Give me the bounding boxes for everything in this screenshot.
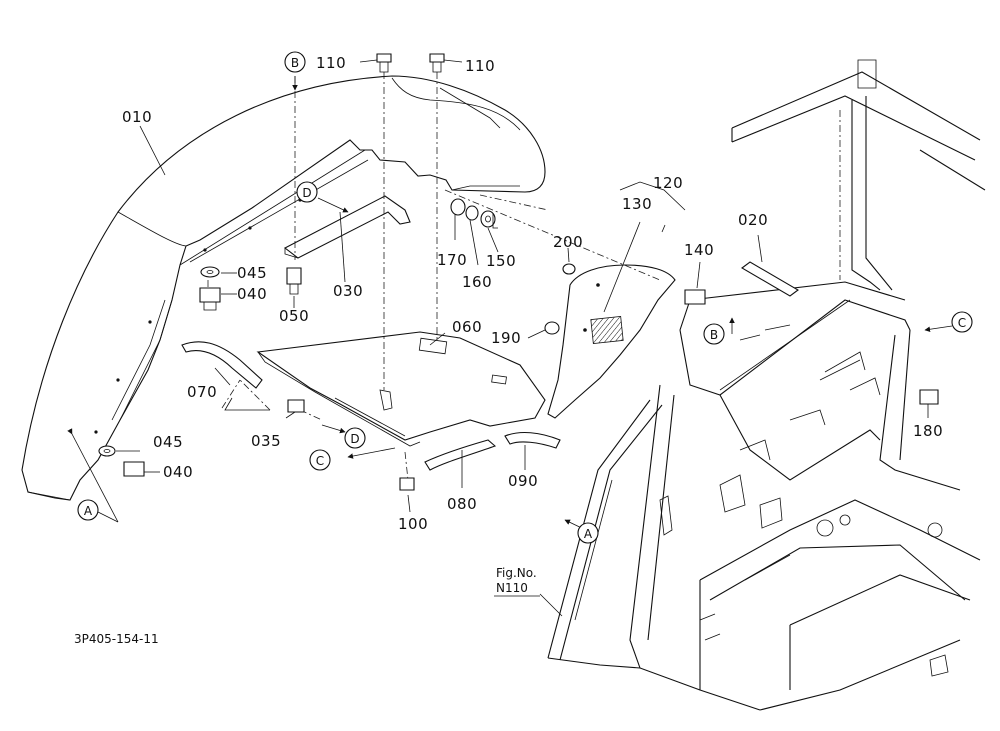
- bolt-100: [399, 477, 415, 491]
- mat-090: [504, 431, 561, 449]
- figure-reference: Fig.No. N110: [494, 566, 540, 597]
- fender-010: [21, 75, 546, 501]
- svg-text:B: B: [710, 328, 718, 342]
- callout-c-lower: C: [309, 449, 331, 471]
- label-090: 090: [508, 472, 538, 490]
- svg-text:A: A: [84, 504, 93, 518]
- label-020: 020: [738, 211, 768, 229]
- washer-045-lower: [98, 445, 116, 457]
- callout-a-left: A: [77, 499, 99, 521]
- label-110-right: 110: [465, 57, 495, 75]
- label-040-lower: 040: [163, 463, 193, 481]
- svg-text:B: B: [291, 56, 299, 70]
- callout-a-right: A: [577, 522, 599, 544]
- nut-190: [544, 321, 560, 335]
- callout-b-right: B: [703, 323, 725, 345]
- label-180: 180: [913, 422, 943, 440]
- label-040-upper: 040: [237, 285, 267, 303]
- callout-b-top: B: [284, 51, 306, 73]
- drawing-code: 3P405-154-11: [74, 632, 159, 646]
- label-200: 200: [553, 233, 583, 251]
- label-160: 160: [462, 273, 492, 291]
- washer-045-upper: [200, 266, 220, 278]
- callout-d-lower: D: [344, 427, 366, 449]
- label-120: 120: [653, 174, 683, 192]
- label-170: 170: [437, 251, 467, 269]
- callout-arrows: [67, 76, 953, 533]
- label-130: 130: [622, 195, 652, 213]
- leader-lines: [116, 59, 929, 617]
- fig-ref-line2: N110: [496, 581, 528, 595]
- label-010: 010: [122, 108, 152, 126]
- floor-plate-060: [256, 331, 546, 447]
- mat-070: [181, 341, 263, 389]
- label-070: 070: [187, 383, 217, 401]
- mat-080: [424, 439, 497, 471]
- part-number-labels: 110 110 010 045 040 030 050 060 070 035 …: [122, 54, 943, 533]
- nut-170: [450, 198, 466, 216]
- bolt-035: [287, 399, 305, 413]
- bolt-050: [286, 267, 302, 295]
- fig-ref-line1: Fig.No.: [496, 566, 537, 580]
- bar-020: [741, 261, 799, 297]
- label-080: 080: [447, 495, 477, 513]
- bolt-110-left: [376, 53, 392, 73]
- callout-c-right: C: [951, 311, 973, 333]
- nut-200: [562, 263, 576, 275]
- svg-text:D: D: [350, 432, 359, 446]
- svg-text:D: D: [302, 186, 311, 200]
- svg-text:C: C: [316, 454, 324, 468]
- callout-d-upper: D: [296, 181, 318, 203]
- label-100: 100: [398, 515, 428, 533]
- svg-text:C: C: [958, 316, 966, 330]
- bolt-140: [684, 289, 706, 305]
- label-050: 050: [279, 307, 309, 325]
- svg-text:A: A: [584, 527, 593, 541]
- label-045-lower: 045: [153, 433, 183, 451]
- label-060: 060: [452, 318, 482, 336]
- bolt-040-upper: [199, 287, 221, 311]
- label-045-upper: 045: [237, 264, 267, 282]
- bolt-180: [919, 389, 939, 405]
- label-110-left: 110: [316, 54, 346, 72]
- bolt-040-lower: [123, 461, 145, 477]
- label-035: 035: [251, 432, 281, 450]
- washer-160: [465, 205, 479, 221]
- bolt-110-right: [429, 53, 445, 73]
- label-190: 190: [491, 329, 521, 347]
- label-140: 140: [684, 241, 714, 259]
- washer-150: [480, 210, 496, 228]
- label-030: 030: [333, 282, 363, 300]
- label-150: 150: [486, 252, 516, 270]
- tractor-frame: [547, 59, 986, 711]
- side-panel-130: [547, 264, 676, 419]
- bracket-030: [283, 195, 411, 259]
